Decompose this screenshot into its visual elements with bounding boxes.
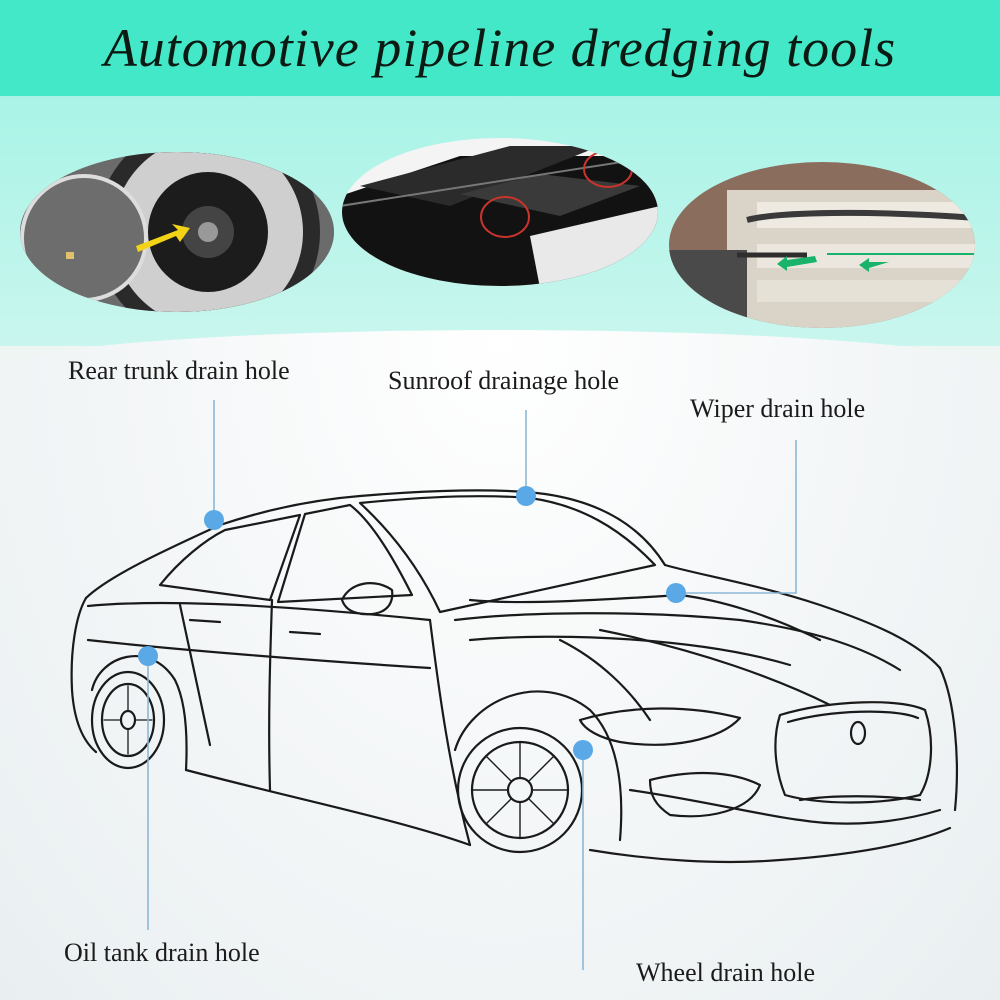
- page-title: Automotive pipeline dredging tools: [103, 18, 897, 78]
- oil-tank-drain-marker: [138, 646, 158, 666]
- title-banner: Automotive pipeline dredging tools: [0, 0, 1000, 96]
- spare-tire-well-photo: [20, 152, 334, 312]
- sunroof-drain-marker: [516, 486, 536, 506]
- leader-wiper: [676, 440, 797, 594]
- wiper-cowl-photo: [669, 162, 975, 328]
- diagram-background: [0, 330, 1000, 1000]
- rear-trunk-drain-label: Rear trunk drain hole: [68, 356, 290, 385]
- wheel-drain-label: Wheel drain hole: [636, 958, 816, 987]
- wiper-drain-marker: [666, 583, 686, 603]
- sunroof-photo: [342, 138, 658, 286]
- wiper-drain-label: Wiper drain hole: [690, 394, 866, 423]
- sunroof-drain-label: Sunroof drainage hole: [388, 366, 620, 395]
- wheel-drain-marker: [573, 740, 593, 760]
- rear-trunk-drain-marker: [204, 510, 224, 530]
- oil-tank-drain-label: Oil tank drain hole: [64, 938, 260, 967]
